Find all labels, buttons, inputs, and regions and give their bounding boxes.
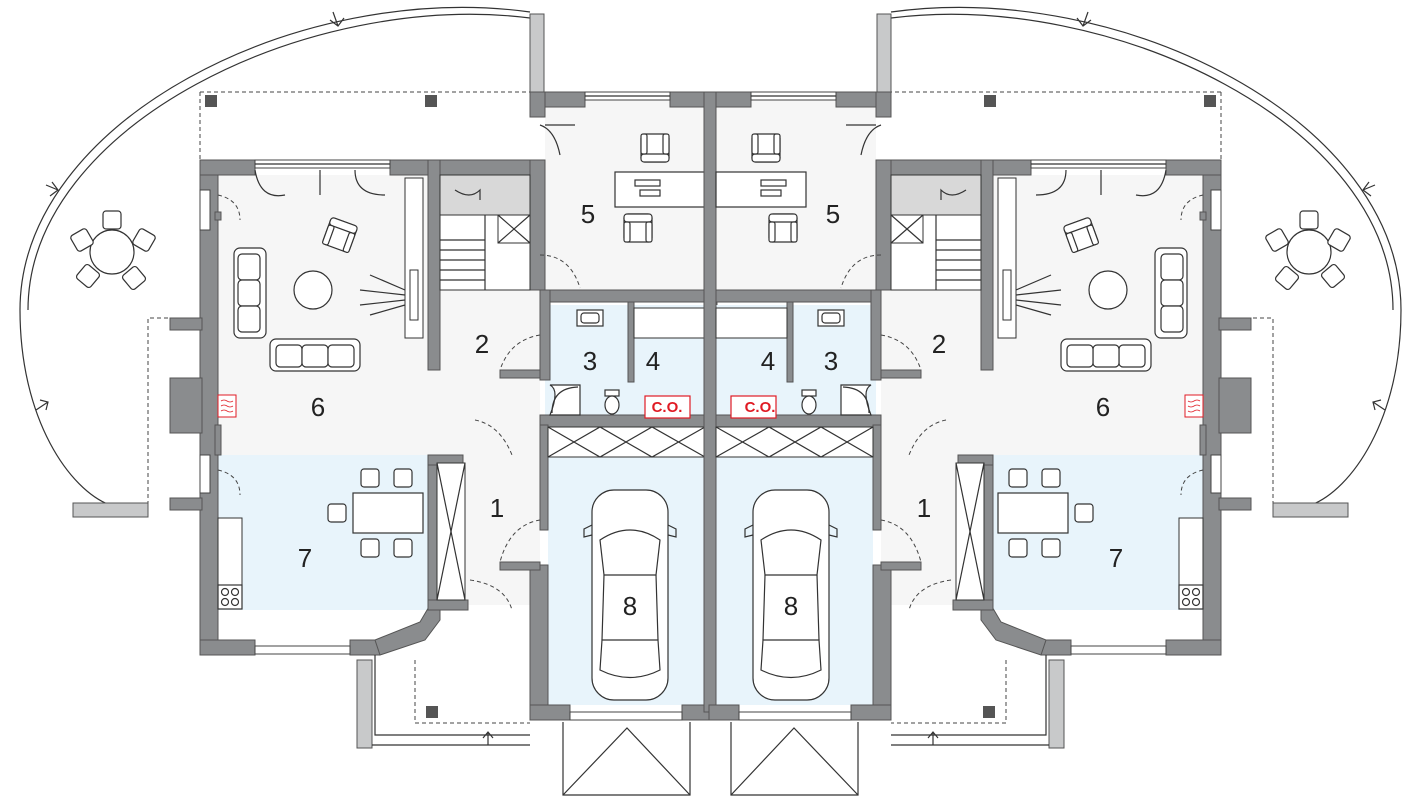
room-number-left-1: 1 <box>490 493 504 523</box>
room-number-left-7: 7 <box>298 543 312 573</box>
room-number-right-5: 5 <box>826 199 840 229</box>
co-label-left: C.O. <box>652 399 683 416</box>
room-number-left-5: 5 <box>581 199 595 229</box>
room-number-left-2: 2 <box>475 329 489 359</box>
room-number-right-8: 8 <box>784 591 798 621</box>
room-number-right-1: 1 <box>917 493 931 523</box>
left-unit <box>20 7 717 795</box>
room-number-right-2: 2 <box>932 329 946 359</box>
room-number-left-3: 3 <box>583 346 597 376</box>
right-unit <box>704 7 1401 795</box>
room-number-right-7: 7 <box>1109 543 1123 573</box>
room-number-right-3: 3 <box>824 346 838 376</box>
room-number-right-4: 4 <box>761 346 775 376</box>
co-label-right: C.O. <box>745 399 776 416</box>
room-number-left-6: 6 <box>311 392 325 422</box>
room-number-right-6: 6 <box>1096 392 1110 422</box>
room-number-left-4: 4 <box>646 346 660 376</box>
room-number-left-8: 8 <box>623 591 637 621</box>
